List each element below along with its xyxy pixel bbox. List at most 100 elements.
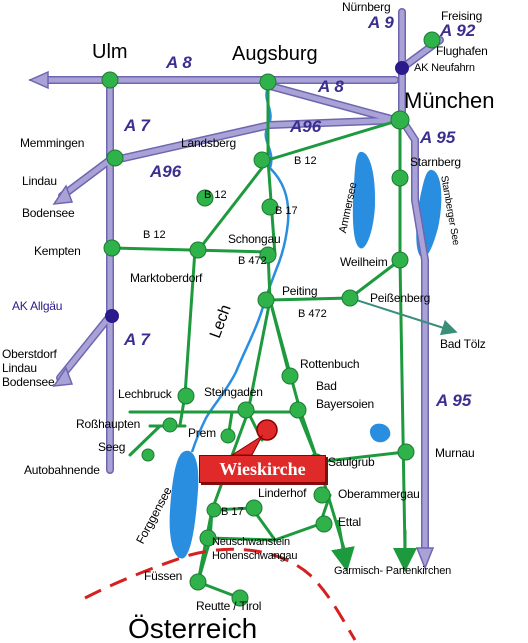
- lech-river: [190, 87, 290, 453]
- node-marktoberdorf: [189, 241, 207, 259]
- node-b17: [261, 198, 279, 216]
- label-lechbruck: Lechbruck: [118, 387, 172, 401]
- node-ak-neufahrn: [395, 61, 409, 75]
- road-b472-label: B 472: [298, 308, 327, 320]
- label-kempten: Kempten: [34, 244, 81, 258]
- wieskirche-label: Wieskirche: [199, 455, 326, 483]
- label-marktoberdorf: Marktoberdorf: [130, 271, 203, 285]
- label-memmingen: Memmingen: [20, 136, 85, 150]
- node-augsburg: [259, 73, 277, 91]
- label-ulm: Ulm: [92, 41, 128, 63]
- node-schongau: [259, 246, 277, 264]
- node-reutte: [231, 589, 249, 607]
- label-ak-neufahrn: AK Neufahrn: [414, 62, 475, 74]
- wieskirche-marker: [256, 419, 278, 441]
- node-landsberg: [253, 151, 271, 169]
- node-freising: [423, 31, 441, 49]
- node-neuschwanstein: [199, 529, 217, 547]
- node-linderhof: [245, 499, 263, 517]
- node-starnberg: [391, 169, 409, 187]
- node-seeg: [141, 448, 155, 462]
- node-oberammergau: [313, 486, 331, 504]
- ammersee-lake: [352, 151, 376, 249]
- label-rosshaupten: Roßhaupten: [76, 417, 141, 431]
- node-rottenbuch: [281, 367, 299, 385]
- label-ak-allgaeu: AK Allgäu: [12, 299, 63, 313]
- label-oberstdorf: Oberstdorf: [2, 347, 57, 361]
- highway-a96-west-label: A96: [150, 162, 182, 181]
- label-landsberg: Landsberg: [181, 136, 236, 150]
- motorways: [28, 8, 444, 571]
- road-b12-label: B 12: [294, 155, 317, 167]
- label-schongau: Schongau: [228, 232, 281, 246]
- highway-a95-north-label: A 95: [420, 128, 456, 147]
- node-ettal: [315, 515, 333, 533]
- node-peiting: [257, 291, 275, 309]
- node-rosshaupten: [162, 417, 178, 433]
- forggensee-lake: [169, 450, 199, 559]
- node-murnau: [397, 443, 415, 461]
- node-lechbruck: [177, 387, 195, 405]
- label-saulgrub: Saulgrub: [328, 455, 375, 469]
- label-flughafen: Flughafen: [436, 44, 488, 58]
- road-b17-label: B 17: [275, 205, 298, 217]
- label-bodensee-south: Bodensee: [2, 375, 55, 389]
- junction-nodes: [105, 61, 409, 323]
- label-bayersoien: Bayersoien: [316, 397, 375, 411]
- highway-a9-label: A 9: [368, 13, 394, 32]
- node-b17-south: [206, 502, 222, 518]
- highway-a96-north-label: A96: [290, 117, 322, 136]
- label-neuschwanstein: Neuschwanstein: [212, 536, 290, 548]
- road-arrows: [331, 519, 417, 572]
- highway-a8-east-label: A 8: [318, 77, 344, 96]
- bad-toelz-road: [349, 297, 458, 336]
- highway-a92-label: A 92: [440, 21, 476, 40]
- label-weilheim: Weilheim: [340, 255, 388, 269]
- label-bad: Bad: [316, 379, 337, 393]
- node-steingaden: [237, 401, 255, 419]
- small-lake: [369, 423, 391, 443]
- label-autobahnende: Autobahnende: [24, 463, 100, 477]
- node-bayersoien: [289, 401, 307, 419]
- label-muenchen: München: [404, 88, 495, 113]
- node-kempten: [103, 239, 121, 257]
- label-steingaden: Steingaden: [204, 385, 263, 399]
- label-lindau: Lindau: [22, 174, 57, 188]
- road-b12-label: B 12: [204, 189, 227, 201]
- label-reutte-tirol: Reutte / Tirol: [196, 599, 262, 613]
- label-hohenschwangau: Hohenschwangau: [212, 550, 298, 562]
- label-bodensee: Bodensee: [22, 206, 75, 220]
- label-garmisch-partenkirchen: Garmisch- Partenkirchen: [334, 565, 452, 577]
- highway-a7-north-label: A 7: [124, 116, 150, 135]
- road-b12-label: B 12: [143, 229, 166, 241]
- highway-a7-south-label: A 7: [124, 330, 150, 349]
- label-peiting: Peiting: [282, 284, 318, 298]
- label-nuernberg: Nürnberg: [342, 0, 391, 14]
- label-lindau-south: Lindau: [2, 361, 37, 375]
- label-ettal: Ettal: [338, 515, 362, 529]
- label-bad-toelz: Bad Tölz: [440, 337, 486, 351]
- label-rottenbuch: Rottenbuch: [300, 357, 360, 371]
- node-ulm: [101, 71, 119, 89]
- node-muenchen: [390, 110, 410, 130]
- highway-a95-south-label: A 95: [436, 391, 472, 410]
- label-murnau: Murnau: [435, 446, 475, 460]
- node-peissenberg: [341, 289, 359, 307]
- label-seeg: Seeg: [98, 440, 126, 454]
- node-b12: [196, 189, 214, 207]
- road-b17-label: B 17: [221, 506, 244, 518]
- label-augsburg: Augsburg: [232, 43, 318, 65]
- lakes: [169, 151, 442, 559]
- city-nodes: [101, 31, 441, 607]
- node-fuessen: [189, 573, 207, 591]
- label-linderhof: Linderhof: [258, 486, 307, 500]
- label-oesterreich: Österreich: [128, 613, 258, 643]
- node-weilheim: [391, 251, 409, 269]
- label-peissenberg: Peißenberg: [370, 291, 431, 305]
- label-freising: Freising: [441, 9, 483, 23]
- label-prem: Prem: [188, 426, 216, 440]
- node-memmingen: [106, 149, 124, 167]
- label-oberammergau: Oberammergau: [338, 487, 420, 501]
